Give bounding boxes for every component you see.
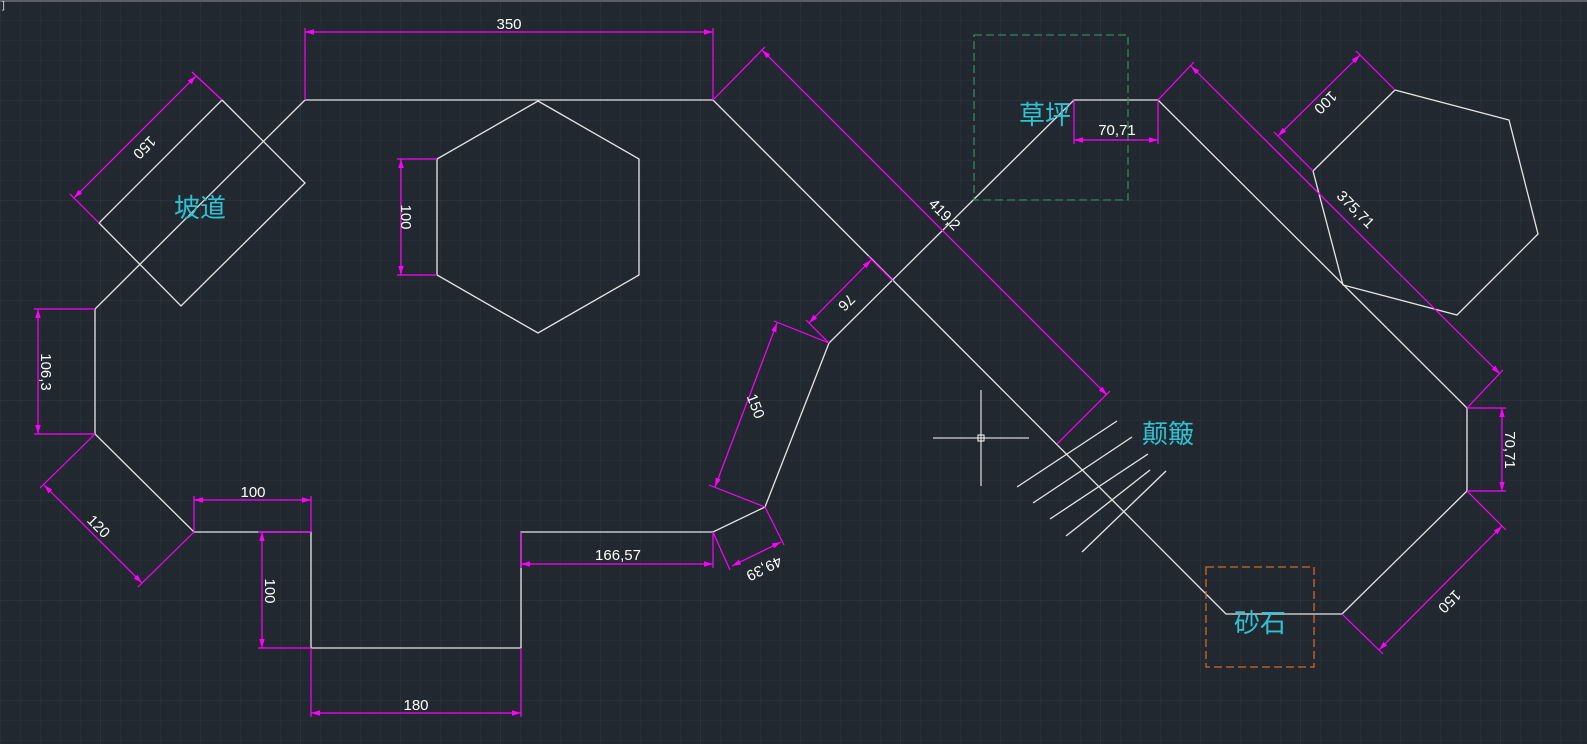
label-bump: 颠簸 [1142, 420, 1194, 450]
dim-left-vertical: 106,3 [37, 353, 54, 391]
bump-line [1049, 453, 1149, 520]
dim-bottom-right-horizontal: 166,57 [595, 547, 641, 564]
viewport-top-border [0, 0, 1587, 2]
label-lawn: 草坪 [1019, 101, 1071, 131]
gravel-zone-box [1205, 566, 1315, 668]
track-geometry [94, 89, 1539, 649]
main-track-outline [94, 99, 1468, 649]
zone-labels: 坡道 草坪 颠簸 砂石 [174, 101, 1286, 639]
label-gravel: 砂石 [1234, 609, 1286, 639]
bump-line [1016, 420, 1118, 488]
bump-line [1081, 470, 1167, 553]
dim-step-vertical: 100 [261, 578, 278, 603]
dimension-lines [34, 28, 1507, 717]
dim-bottom-width: 180 [403, 697, 428, 714]
dim-step-top: 100 [240, 484, 265, 501]
bump-line [1032, 436, 1133, 504]
label-ramp: 坡道 [174, 194, 226, 224]
dim-top-width: 350 [496, 16, 521, 33]
viewport-corner-mark: ] [0, 0, 7, 12]
dim-lawn-top: 70,71 [1098, 122, 1136, 139]
cad-crosshair-cursor-icon[interactable] [933, 390, 1029, 486]
dim-right-vertical: 70,71 [1501, 431, 1518, 469]
dim-hexagon-height: 100 [397, 204, 414, 229]
bump-line [1065, 469, 1151, 537]
